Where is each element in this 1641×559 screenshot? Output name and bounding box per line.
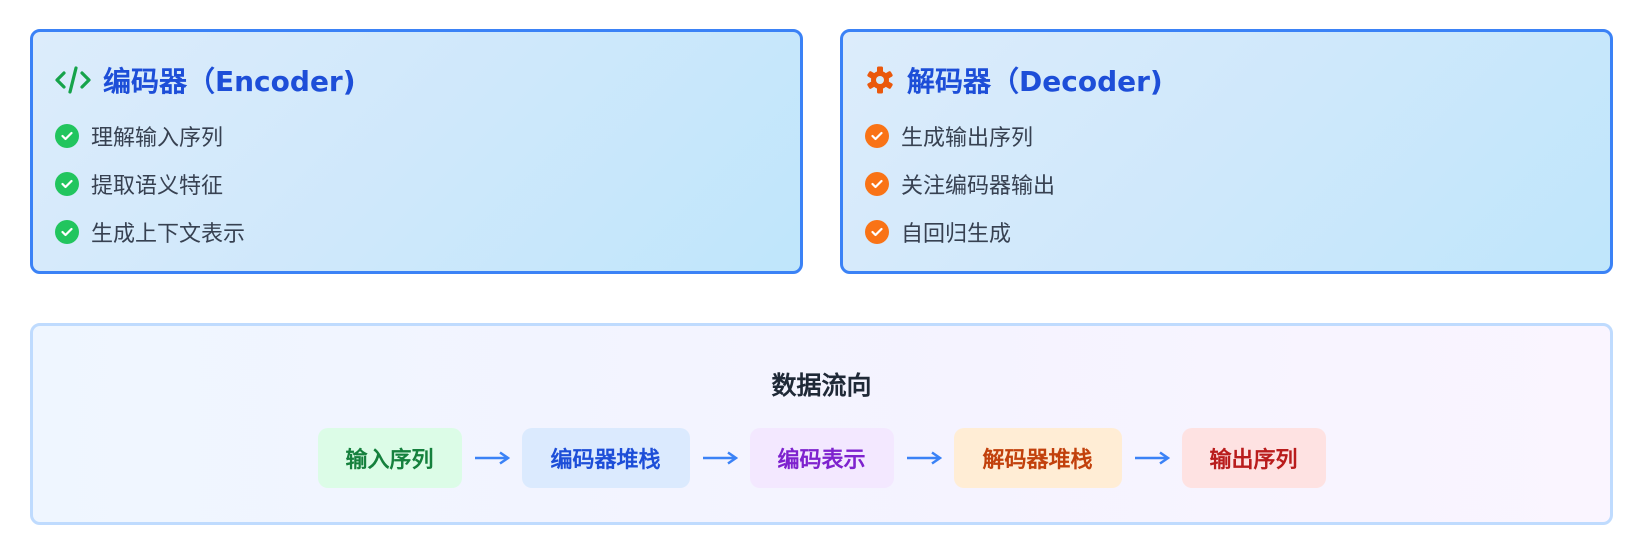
list-item-label: 生成上下文表示	[91, 222, 246, 247]
data-flow-panel: 数据流向 输入序列 编码器堆栈 编码表示 解码器堆栈 输出序列	[30, 323, 1613, 525]
list-item: 自回归生成	[865, 208, 1610, 256]
flow-step-decoder-stack: 解码器堆栈	[953, 427, 1122, 488]
encoder-title: 编码器（Encoder)	[55, 62, 800, 98]
right-arrow-icon	[1122, 450, 1182, 465]
list-item-label: 自回归生成	[901, 222, 1012, 247]
list-item: 生成上下文表示	[55, 208, 800, 256]
list-item: 提取语义特征	[55, 160, 800, 208]
list-item: 关注编码器输出	[865, 160, 1610, 208]
decoder-card: 解码器（Decoder) 生成输出序列 关注编码器输出 自回归生成	[840, 29, 1613, 274]
check-circle-icon	[55, 220, 79, 244]
check-circle-icon	[865, 220, 889, 244]
list-item: 生成输出序列	[865, 112, 1610, 160]
flow-step-encoder-stack: 编码器堆栈	[521, 427, 690, 488]
check-circle-icon	[865, 172, 889, 196]
gear-icon	[865, 64, 895, 96]
right-arrow-icon	[462, 450, 522, 465]
check-circle-icon	[865, 124, 889, 148]
right-arrow-icon	[690, 450, 750, 465]
list-item: 理解输入序列	[55, 112, 800, 160]
decoder-title-text: 解码器（Decoder)	[907, 65, 1163, 98]
flow-step-input-sequence: 输入序列	[317, 427, 462, 488]
encoder-title-text: 编码器（Encoder)	[103, 65, 356, 98]
data-flow-steps: 输入序列 编码器堆栈 编码表示 解码器堆栈 输出序列	[33, 427, 1610, 488]
list-item-label: 关注编码器输出	[901, 174, 1056, 199]
decoder-feature-list: 生成输出序列 关注编码器输出 自回归生成	[865, 112, 1610, 256]
decoder-title: 解码器（Decoder)	[865, 62, 1610, 98]
check-circle-icon	[55, 124, 79, 148]
data-flow-title: 数据流向	[771, 371, 872, 400]
list-item-label: 生成输出序列	[901, 126, 1034, 151]
code-icon	[55, 64, 91, 96]
flow-step-encoded-representation: 编码表示	[749, 427, 894, 488]
flow-step-output-sequence: 输出序列	[1181, 427, 1326, 488]
list-item-label: 提取语义特征	[91, 174, 224, 199]
list-item-label: 理解输入序列	[91, 126, 224, 151]
encoder-feature-list: 理解输入序列 提取语义特征 生成上下文表示	[55, 112, 800, 256]
right-arrow-icon	[894, 450, 954, 465]
check-circle-icon	[55, 172, 79, 196]
encoder-card: 编码器（Encoder) 理解输入序列 提取语义特征 生成上下文表示	[30, 29, 803, 274]
